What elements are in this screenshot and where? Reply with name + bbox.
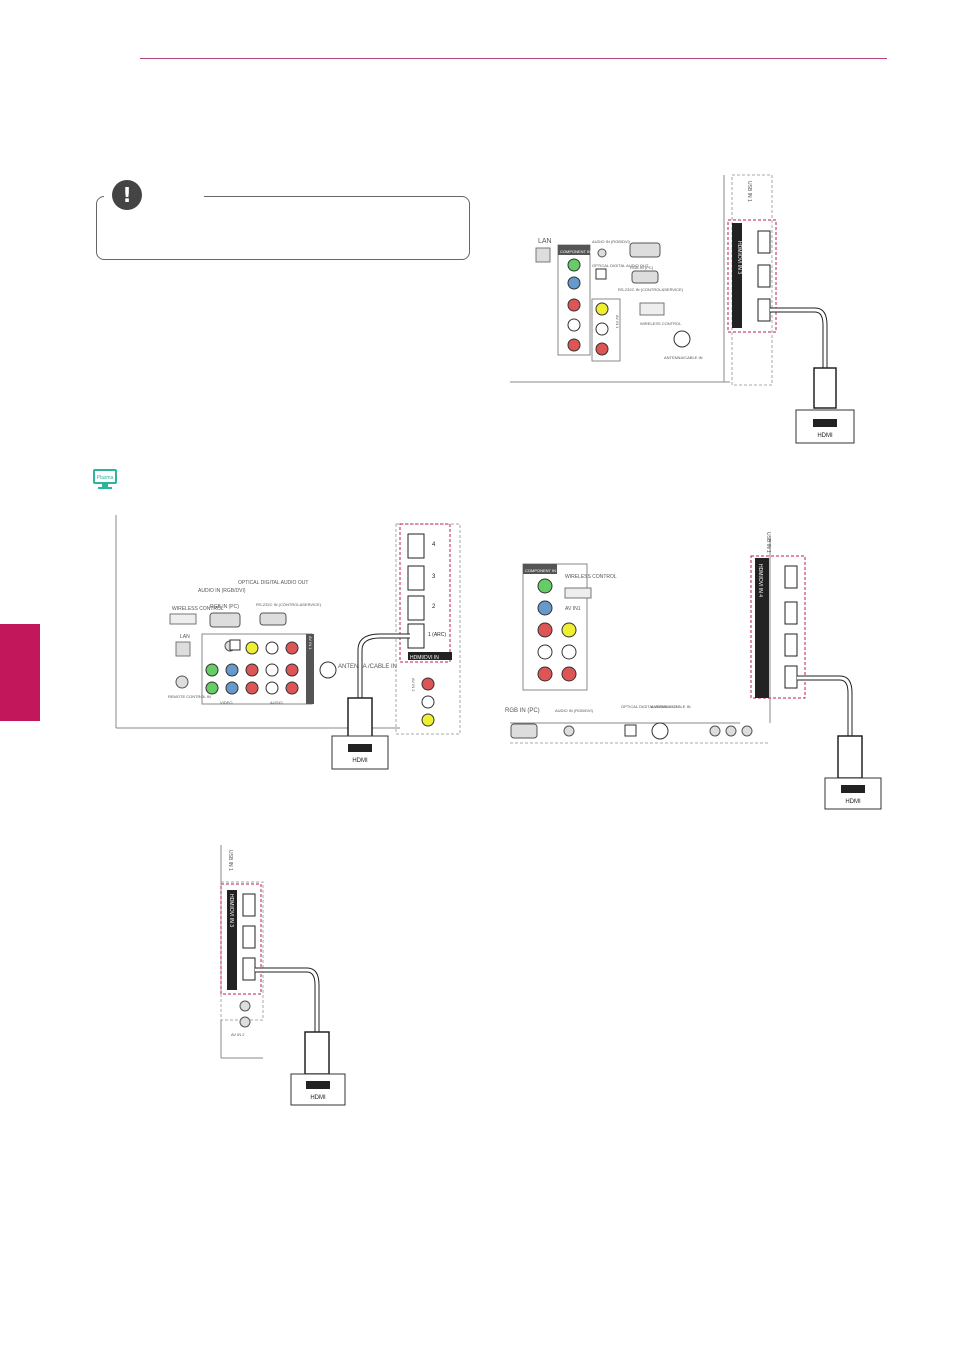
wireless-port <box>564 587 592 599</box>
hdmi-plug <box>813 367 837 409</box>
jack-red-2 <box>567 338 581 352</box>
av-in-2-label: AV IN 2 <box>411 678 416 692</box>
av-in-label: AV IN 1 <box>308 636 313 650</box>
hdmi-plug <box>304 1031 330 1075</box>
optical-label: OPTICAL DIGITAL AUDIO OUT <box>621 704 678 709</box>
antenna-label: ANTENNA /CABLE IN <box>338 664 397 670</box>
hdmi-port-3 <box>784 601 798 625</box>
rgb-label: RGB IN (PC) <box>630 265 654 270</box>
hdmi-port-2 <box>242 925 256 949</box>
audio-label: AUDIO <box>270 700 283 705</box>
component-av-block <box>522 563 588 691</box>
hdmi-port-3 <box>757 230 771 254</box>
antenna-port <box>319 661 337 679</box>
jack-blue <box>567 276 581 290</box>
exclamation-icon: ! <box>112 180 142 210</box>
diagram-top-right: LAN COMPONENT IN AUDIO IN (RGB/DVI) OPTI… <box>510 174 855 444</box>
rs232-label: RS-232C IN (CONTROL&SERVICE) <box>618 287 684 292</box>
hdmi-port-3-label: HDMI/DVI IN 3 <box>736 241 742 274</box>
av-in-label: AV IN 1 <box>615 315 620 329</box>
header-rule <box>140 58 887 59</box>
antenna-port <box>651 722 669 740</box>
audio-in-label: AUDIO IN (RGB/DVI) <box>555 708 594 713</box>
port-label-2: 2 <box>432 604 436 610</box>
audio-in-label: AUDIO IN (RGB/DVI) <box>592 239 631 244</box>
wireless-port <box>169 613 197 625</box>
hdmi-port-3-label: HDMI/DVI IN 3 <box>228 894 234 927</box>
lan-port <box>175 641 191 657</box>
hdmi-device-box <box>824 777 882 810</box>
hdmi-port-3 <box>242 893 256 917</box>
component-label: COMPONENT IN <box>525 568 556 573</box>
diagram-plasma: AUDIO IN (RGB/DVI) OPTICAL DIGITAL AUDIO… <box>115 515 461 770</box>
usb-label: USB IN 1 <box>746 181 752 202</box>
hdmi-device-label: HDMI <box>352 758 368 764</box>
audio-in-label: AUDIO IN (RGB/DVI) <box>198 588 246 594</box>
hdmi-device-box <box>290 1073 346 1106</box>
wireless-label: WIRELESS CONTROL <box>172 606 224 612</box>
component-label: COMPONENT IN <box>560 249 591 254</box>
hdmi-port-1 <box>242 957 256 981</box>
rgb-port <box>209 612 241 628</box>
hdmi-port-3 <box>407 565 425 591</box>
lan-port <box>535 247 551 263</box>
hdmi-device-box <box>331 735 389 770</box>
hdmi-device-label: HDMI <box>817 433 833 439</box>
wireless-label: WIRELESS CONTROL <box>565 574 617 580</box>
hdmi-port-1 <box>784 665 798 689</box>
jack-green <box>567 258 581 272</box>
hdmi-in-label: HDMI/DVI IN <box>410 655 439 661</box>
hdmi-device-label: HDMI <box>310 1095 326 1101</box>
plasma-icon-label: Plasma <box>97 475 114 481</box>
hdmi-highlight <box>399 523 451 663</box>
section-side-tab <box>0 624 40 721</box>
note-box <box>96 196 470 260</box>
rgb-label: RGB IN (PC) <box>505 708 540 714</box>
wireless-label: WIRELESS CONTROL <box>640 321 682 326</box>
hdmi-port-4 <box>784 565 798 589</box>
remote-port <box>175 675 189 689</box>
hdmi-port-4-label: HDMI/DVI IN 4 <box>757 564 763 597</box>
hdmi-port-2 <box>407 595 425 621</box>
video-label: VIDEO <box>220 700 232 705</box>
hdmi-device-label: HDMI <box>845 799 861 805</box>
usb-label: USB IN 1 <box>765 532 771 553</box>
rgb-label: RGB IN (PC) <box>210 604 239 610</box>
rgb-port <box>629 242 661 258</box>
rgb-port <box>510 723 538 739</box>
antenna-label: ANTENNA/ CABLE IN <box>651 704 691 709</box>
lan-label: LAN <box>180 634 190 640</box>
av-in-block <box>591 298 621 362</box>
optical-label: OPTICAL DIGITAL AUDIO OUT <box>592 263 649 268</box>
rs232-label: RS-232C IN (CONTROL&SERVICE) <box>256 602 322 607</box>
diagram-mid-right: COMPONENT IN AV IN1 WIRELESS CONTROL RGB… <box>505 532 882 810</box>
diagram-bottom: USB IN 1 HDMI/DVI IN 3 AV IN 2 HDMI <box>220 845 346 1106</box>
plasma-tv-icon: Plasma <box>93 469 117 489</box>
hdmi-highlight <box>750 555 806 699</box>
rs232-port <box>631 270 659 284</box>
jack-white <box>567 318 581 332</box>
antenna-port <box>673 330 691 348</box>
hdmi-port-4 <box>407 533 425 559</box>
rs232-port <box>259 612 287 626</box>
port-label-3: 3 <box>432 574 436 580</box>
av-in-label: AV IN 2 <box>231 1032 245 1037</box>
optical-label: OPTICAL DIGITAL AUDIO OUT <box>238 580 308 586</box>
av-in-label: AV IN1 <box>565 606 581 612</box>
lan-label: LAN <box>538 238 552 245</box>
remote-label: REMOTE CONTROL IN <box>168 694 211 699</box>
port-label-1: 1 (ARC) <box>428 632 446 638</box>
hdmi-plug <box>347 697 373 741</box>
wireless-port <box>639 302 665 316</box>
usb-label: USB IN 1 <box>227 850 233 871</box>
jack-red <box>567 298 581 312</box>
antenna-label: ANTENNA/CABLE IN <box>664 355 703 360</box>
hdmi-highlight <box>220 883 262 995</box>
hdmi-port-2 <box>784 633 798 657</box>
port-label-4: 4 <box>432 542 436 548</box>
hdmi-plug <box>837 735 863 779</box>
hdmi-port-1 <box>757 298 771 322</box>
hdmi-port-1 <box>407 623 425 649</box>
hdmi-port-2 <box>757 264 771 288</box>
